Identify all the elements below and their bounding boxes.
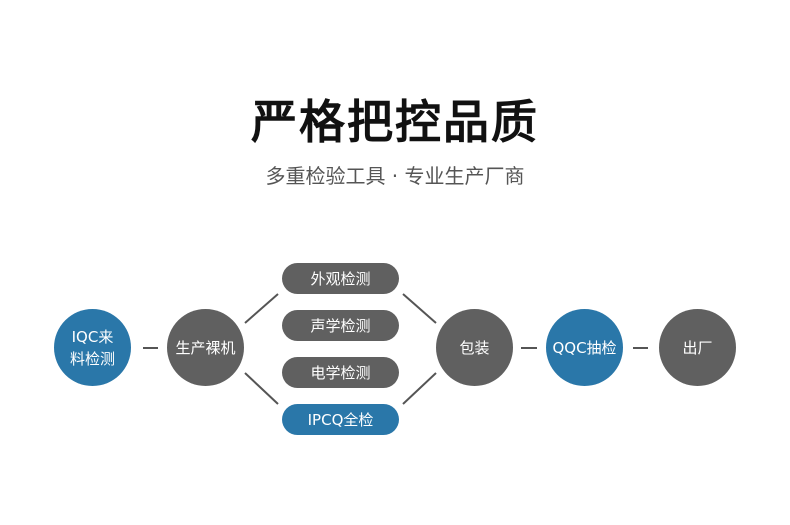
connector-ipcq-pack xyxy=(402,372,437,405)
connector-appearance-pack xyxy=(402,293,437,324)
node-qqc-sampling: QQC抽检 xyxy=(546,309,623,386)
node-acoustic-inspection: 声学检测 xyxy=(282,310,399,341)
node-ipcq-full-inspection: IPCQ全检 xyxy=(282,404,399,435)
node-electrical-inspection: 电学检测 xyxy=(282,357,399,388)
connector-bare-ipcq xyxy=(244,372,279,405)
node-bare-machine-production: 生产裸机 xyxy=(167,309,244,386)
page-subtitle: 多重检验工具 · 专业生产厂商 xyxy=(265,164,525,188)
connector-bare-appearance xyxy=(244,293,279,324)
node-iqc-incoming-inspection: IQC来 料检测 xyxy=(54,309,131,386)
node-packaging: 包装 xyxy=(436,309,513,386)
node-shipment: 出厂 xyxy=(659,309,736,386)
node-appearance-inspection: 外观检测 xyxy=(282,263,399,294)
page-title: 严格把控品质 xyxy=(251,95,539,149)
